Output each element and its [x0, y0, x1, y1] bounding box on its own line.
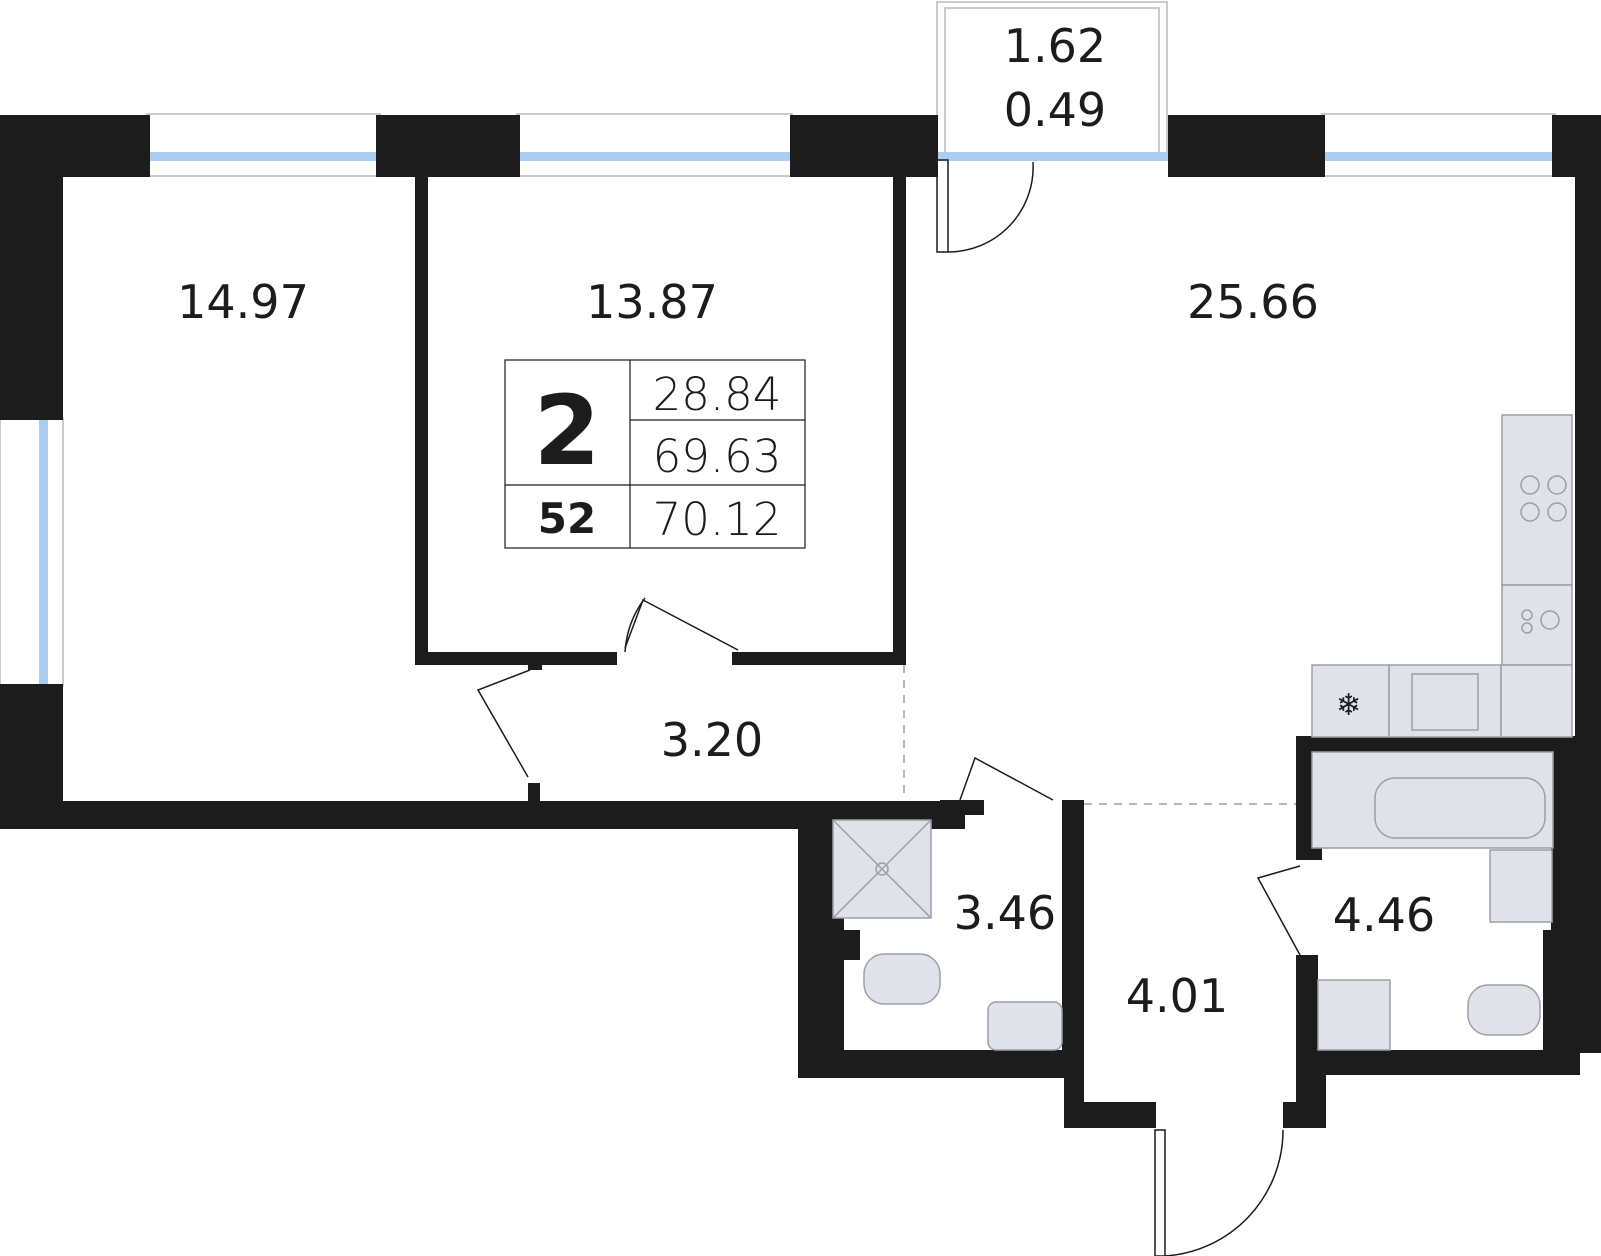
bathtub-icon: [1311, 751, 1554, 849]
living-area: 28.84: [653, 368, 782, 421]
bathroom-door: [1256, 865, 1301, 956]
area-hallway: 3.20: [661, 713, 763, 767]
entrance-door-swing: [1164, 1129, 1284, 1256]
shower-fixtures: [832, 819, 1063, 1051]
sink-icon: [987, 1001, 1063, 1051]
area-shower-room: 3.46: [954, 886, 1056, 940]
window-glass: [517, 152, 792, 161]
sink-icon: [1489, 849, 1553, 923]
shower-door: [959, 756, 1054, 801]
toilet-icon: [863, 953, 941, 1005]
area-bathroom: 4.46: [1333, 888, 1435, 942]
cabinet: [1500, 664, 1573, 738]
bedroom-door: [624, 598, 739, 651]
area-bedroom-middle: 13.87: [586, 275, 718, 329]
balcony-door-swing: [947, 161, 1034, 253]
cabinet: [1311, 664, 1390, 738]
toilet-icon: [1467, 984, 1541, 1036]
bathroom-fixtures: [1311, 751, 1554, 1051]
apartment-number: 52: [538, 494, 596, 543]
bedroom-door-swing: [624, 597, 646, 653]
washing-machine-icon: [1317, 979, 1391, 1051]
total-with-balcony: 70.12: [653, 493, 782, 546]
windows: [0, 1, 1556, 687]
area-balcony-b: 0.49: [1004, 83, 1106, 137]
fridge-icon: ❄: [1336, 688, 1361, 723]
entrance-door-leaf: [1154, 1129, 1166, 1256]
window-bedroom-left: [146, 113, 381, 177]
area-balcony-a: 1.62: [1004, 19, 1106, 73]
summary-table: 2 28.84 69.63 52 70.12: [504, 359, 806, 549]
room-labels: 14.97 13.87 25.66 1.62 0.49 3.20 3.46 4.…: [177, 19, 1435, 1023]
window-glass: [1322, 152, 1555, 161]
area-bedroom-left: 14.97: [177, 275, 309, 329]
walls: [0, 115, 1601, 1128]
left-bedroom-door: [476, 669, 531, 778]
rooms-count: 2: [534, 375, 601, 487]
window-glass: [39, 418, 48, 686]
window-side: [0, 417, 64, 687]
window-kitchen: [1321, 113, 1556, 177]
balcony-door-leaf: [936, 159, 949, 253]
oven-icon: [1501, 584, 1573, 666]
sink-icon: [1411, 673, 1479, 731]
window-bedroom-middle: [516, 113, 793, 177]
area-kitchen-living: 25.66: [1187, 275, 1319, 329]
kitchen-fixtures: ❄: [1311, 414, 1573, 738]
doors: [476, 159, 1301, 1256]
cooktop-icon: [1501, 414, 1573, 586]
cabinet: [1388, 664, 1502, 738]
window-glass: [145, 152, 382, 161]
area-entrance: 4.01: [1126, 969, 1228, 1023]
balcony-door-glass: [932, 152, 1172, 161]
total-area: 69.63: [653, 430, 782, 483]
